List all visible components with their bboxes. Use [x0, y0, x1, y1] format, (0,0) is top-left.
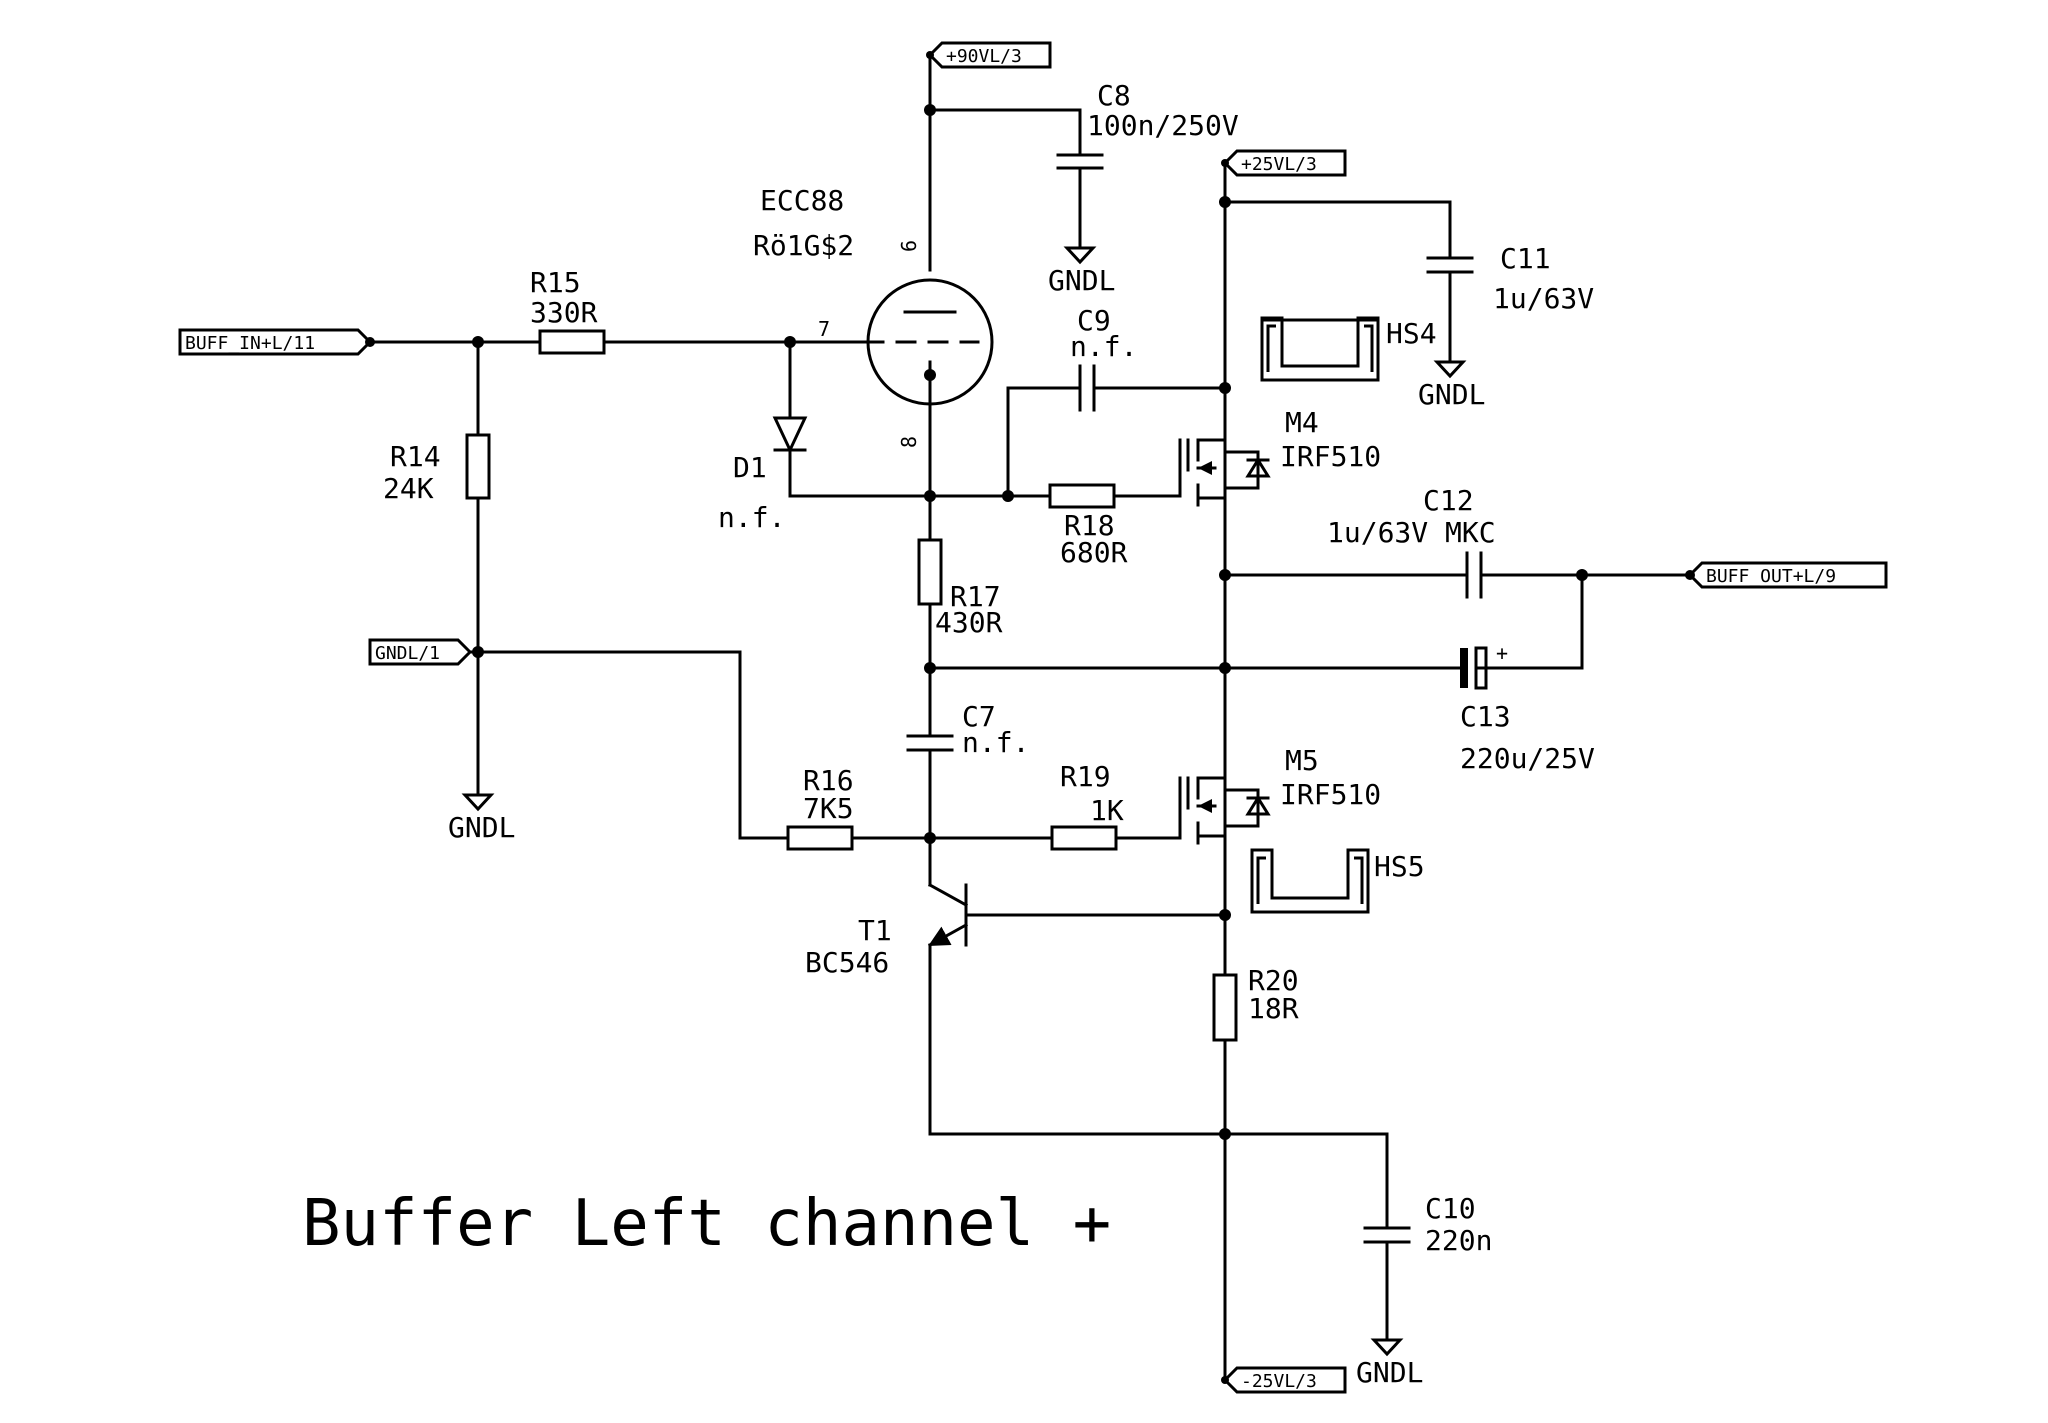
c10-value: 220n: [1425, 1224, 1492, 1257]
hs4-ref: HS4: [1386, 317, 1437, 350]
port-buff-in: BUFF_IN+L/11: [178, 328, 373, 356]
c13-polarity: +: [1496, 641, 1508, 665]
wire-c13-right: [1474, 573, 1584, 670]
port-plus25: +25VL/3: [1222, 149, 1347, 177]
mosfet-m4: M4 IRF510: [1178, 406, 1381, 507]
port-plus25-label: +25VL/3: [1241, 154, 1317, 175]
wire-r19-to-m5-gate: [1114, 776, 1182, 840]
capacitor-c11: C11 1u/63V: [1426, 242, 1594, 315]
mosfet-m5: M5 IRF510: [1178, 744, 1381, 845]
gnd-c11-label: GNDL: [1418, 378, 1485, 411]
tube-type-label: ECC88: [760, 184, 844, 217]
wire-t1-emitter-return: [928, 943, 1227, 1136]
t1-ref: T1: [858, 914, 892, 947]
wire-d1-bottom: [788, 448, 932, 498]
m5-ref: M5: [1285, 744, 1319, 777]
r20-ref: R20: [1248, 964, 1299, 997]
c7-ref: C7: [962, 700, 996, 733]
m5-value: IRF510: [1280, 778, 1381, 811]
r16-value: 7K5: [803, 792, 854, 825]
r19-ref: R19: [1060, 760, 1111, 793]
port-buff-out-label: BUFF_OUT+L/9: [1706, 566, 1836, 587]
tube-ref-label: Rö1G$2: [753, 229, 854, 262]
r14-value: 24K: [383, 472, 434, 505]
tube-pin-anode: 6: [897, 240, 921, 252]
d1-value: n.f.: [718, 501, 785, 534]
capacitor-c13: + C13 220u/25V: [1460, 641, 1595, 775]
wire-c10-top: [1223, 1132, 1389, 1230]
capacitor-c7: C7 n.f.: [906, 700, 1029, 759]
tube-ecc88: 6 7 8 ECC88 Rö1G$2: [753, 184, 994, 448]
resistor-r15: R15 330R: [530, 266, 606, 355]
transistor-t1: T1 BC546: [805, 882, 969, 979]
r15-value: 330R: [530, 296, 598, 329]
r18-ref: R18: [1064, 509, 1115, 542]
wire-c9-left: [1006, 386, 1082, 498]
port-buff-out: BUFF_OUT+L/9: [1687, 561, 1888, 589]
r17-value: 430R: [935, 606, 1003, 639]
heatsink-hs5: HS5: [1250, 848, 1425, 914]
r18-value: 680R: [1060, 536, 1128, 569]
hs5-ref: HS5: [1374, 850, 1425, 883]
gnd-c10: GNDL: [1356, 1338, 1423, 1389]
resistor-r17: R17 430R: [917, 538, 1003, 639]
c8-ref: C8: [1097, 79, 1131, 112]
r14-ref: R14: [390, 440, 441, 473]
r15-ref: R15: [530, 266, 581, 299]
m4-ref: M4: [1285, 406, 1319, 439]
gnd-c10-label: GNDL: [1356, 1356, 1423, 1389]
capacitor-c12: C12 1u/63V MKC: [1327, 484, 1496, 599]
port-minus25: -25VL/3: [1222, 1366, 1347, 1394]
r20-value: 18R: [1248, 992, 1299, 1025]
diagram-title: Buffer Left channel +: [302, 1187, 1111, 1261]
c8-value: 100n/250V: [1087, 109, 1239, 142]
c12-ref: C12: [1423, 484, 1474, 517]
capacitor-c8: C8 100n/250V: [1056, 79, 1239, 170]
capacitor-c10: C10 220n: [1363, 1192, 1492, 1257]
resistor-r16: R16 7K5: [786, 764, 854, 851]
r19-value: 1K: [1090, 794, 1124, 827]
c13-ref: C13: [1460, 700, 1511, 733]
c13-value: 220u/25V: [1460, 742, 1595, 775]
resistor-r14: R14 24K: [383, 433, 491, 505]
gnd-r14: GNDL: [448, 793, 515, 844]
r16-ref: R16: [803, 764, 854, 797]
port-plus90: +90VL/3: [927, 41, 1052, 69]
c10-ref: C10: [1425, 1192, 1476, 1225]
port-minus25-label: -25VL/3: [1241, 1371, 1317, 1392]
capacitor-c9: C9 n.f.: [1070, 304, 1137, 412]
r17-ref: R17: [950, 580, 1001, 613]
diode-d1: D1 n.f.: [718, 416, 808, 534]
port-buff-in-label: BUFF_IN+L/11: [185, 333, 315, 354]
wire-c11-tap: [1223, 200, 1452, 260]
gnd-c11: GNDL: [1418, 360, 1485, 411]
tube-pin-grid: 7: [818, 317, 830, 341]
junctions: [365, 51, 1695, 1384]
c11-ref: C11: [1500, 242, 1551, 275]
m4-value: IRF510: [1280, 440, 1381, 473]
resistor-r18: R18 680R: [1048, 483, 1128, 569]
gnd-c8-label: GNDL: [1048, 264, 1115, 297]
wire-r18-to-m4-gate: [1112, 438, 1182, 498]
tube-pin-cathode: 8: [897, 436, 921, 448]
wire-c8-tap: [928, 108, 1082, 157]
port-gndl: GNDL/1: [368, 638, 473, 666]
d1-ref: D1: [733, 451, 767, 484]
c12-value: 1u/63V MKC: [1327, 516, 1496, 549]
resistor-r20: R20 18R: [1212, 964, 1299, 1042]
gnd-r14-label: GNDL: [448, 811, 515, 844]
t1-value: BC546: [805, 946, 889, 979]
c11-value: 1u/63V: [1493, 282, 1594, 315]
port-gndl-label: GNDL/1: [375, 643, 440, 664]
heatsink-hs4: HS4: [1260, 316, 1437, 382]
c7-value: n.f.: [962, 726, 1029, 759]
c9-ref: C9: [1077, 304, 1111, 337]
wire-gndl-port: [468, 650, 790, 840]
c9-value: n.f.: [1070, 330, 1137, 363]
resistor-r19: R19 1K: [1050, 760, 1124, 851]
port-plus90-label: +90VL/3: [946, 46, 1022, 67]
gnd-c8: GNDL: [1048, 246, 1115, 297]
